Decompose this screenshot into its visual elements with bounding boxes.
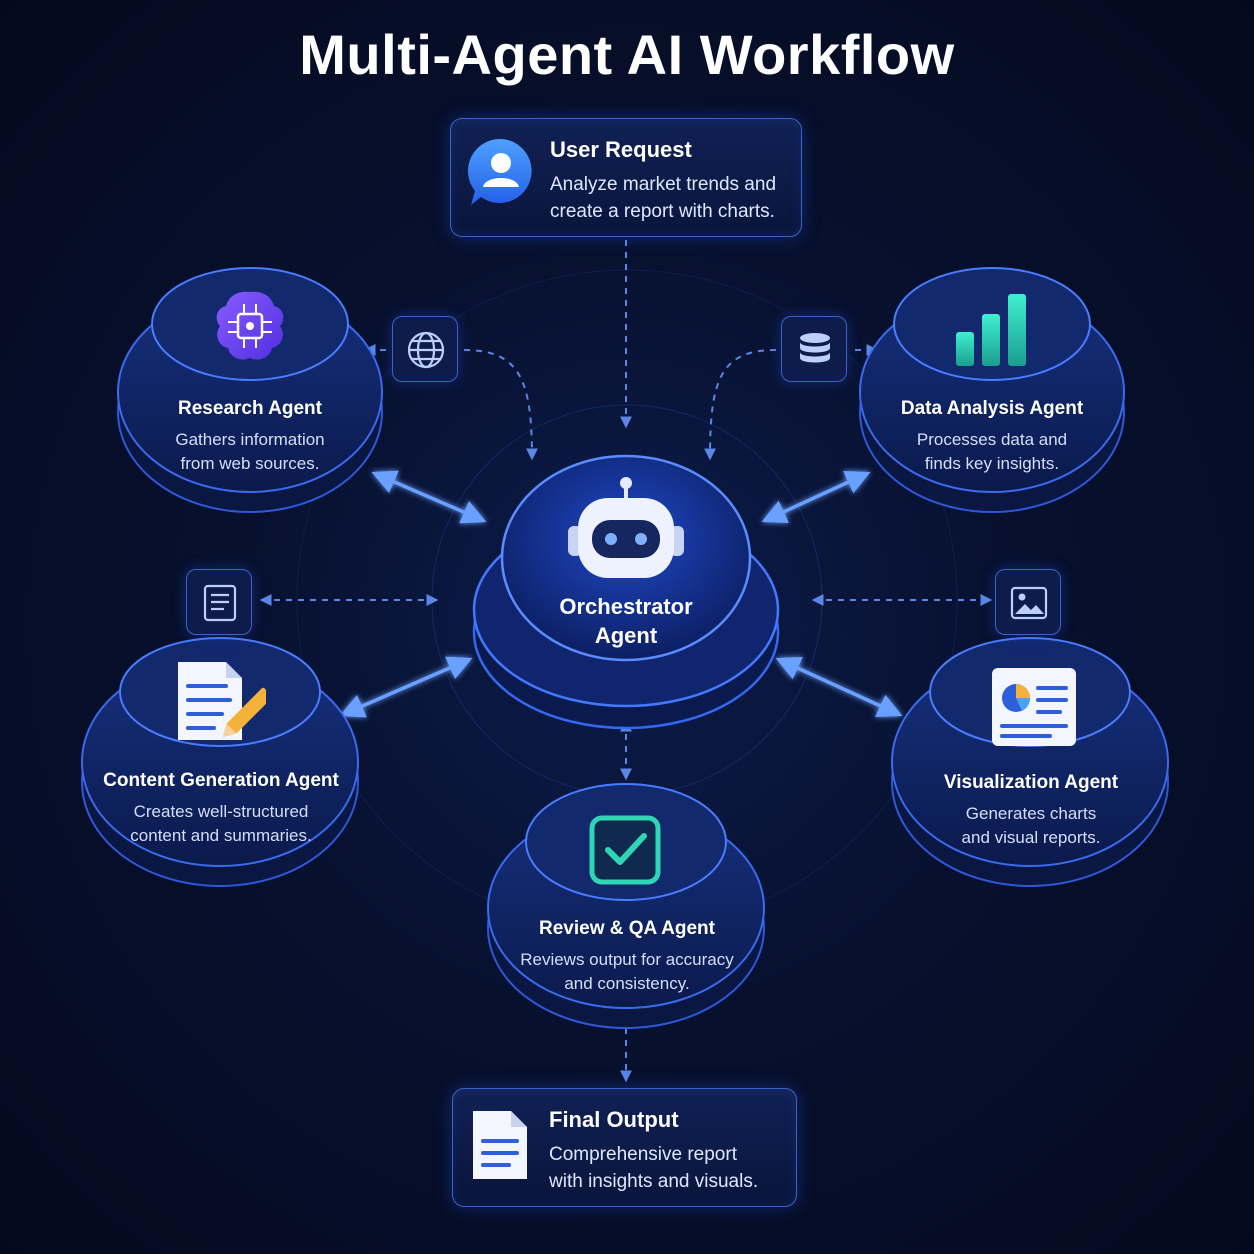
link-research-orchestrator xyxy=(371,470,487,524)
final-output-card: Final Output Comprehensive report with i… xyxy=(452,1088,797,1207)
link-visual-orchestrator xyxy=(775,657,903,717)
checkbox-icon xyxy=(589,815,661,885)
document-icon xyxy=(473,1111,527,1179)
orchestrator-agent-node[interactable] xyxy=(466,452,786,734)
document-pencil-icon xyxy=(178,662,266,740)
bar-chart-icon xyxy=(956,294,1026,366)
user-request-card: User Request Analyze market trends and c… xyxy=(450,118,802,237)
image-tool[interactable] xyxy=(995,569,1061,635)
link-content-orchestrator xyxy=(339,656,473,718)
web-search-tool[interactable] xyxy=(392,316,458,382)
database-icon xyxy=(800,333,830,363)
globe-icon xyxy=(407,331,445,369)
page-title: Multi-Agent AI Workflow xyxy=(299,23,955,86)
notes-icon xyxy=(203,584,237,622)
robot-icon xyxy=(568,477,684,578)
final-output-title: Final Output xyxy=(549,1107,679,1132)
user-chat-icon xyxy=(467,138,532,205)
user-request-title: User Request xyxy=(550,137,692,162)
brain-chip-icon xyxy=(216,291,284,360)
user-request-description: Analyze market trends and create a repor… xyxy=(550,174,777,222)
final-output-description: Comprehensive report with insights and v… xyxy=(549,1144,759,1192)
content-generation-agent-node[interactable] xyxy=(76,632,366,900)
flow-db-to-orchestrator xyxy=(704,349,777,461)
notes-tool[interactable] xyxy=(186,569,252,635)
review-qa-agent-node[interactable] xyxy=(482,778,772,1036)
flow-globe-to-orchestrator xyxy=(463,349,538,461)
report-chart-icon xyxy=(992,668,1076,746)
link-data-orchestrator xyxy=(761,471,871,523)
image-icon xyxy=(1010,586,1048,620)
database-tool[interactable] xyxy=(781,316,847,382)
